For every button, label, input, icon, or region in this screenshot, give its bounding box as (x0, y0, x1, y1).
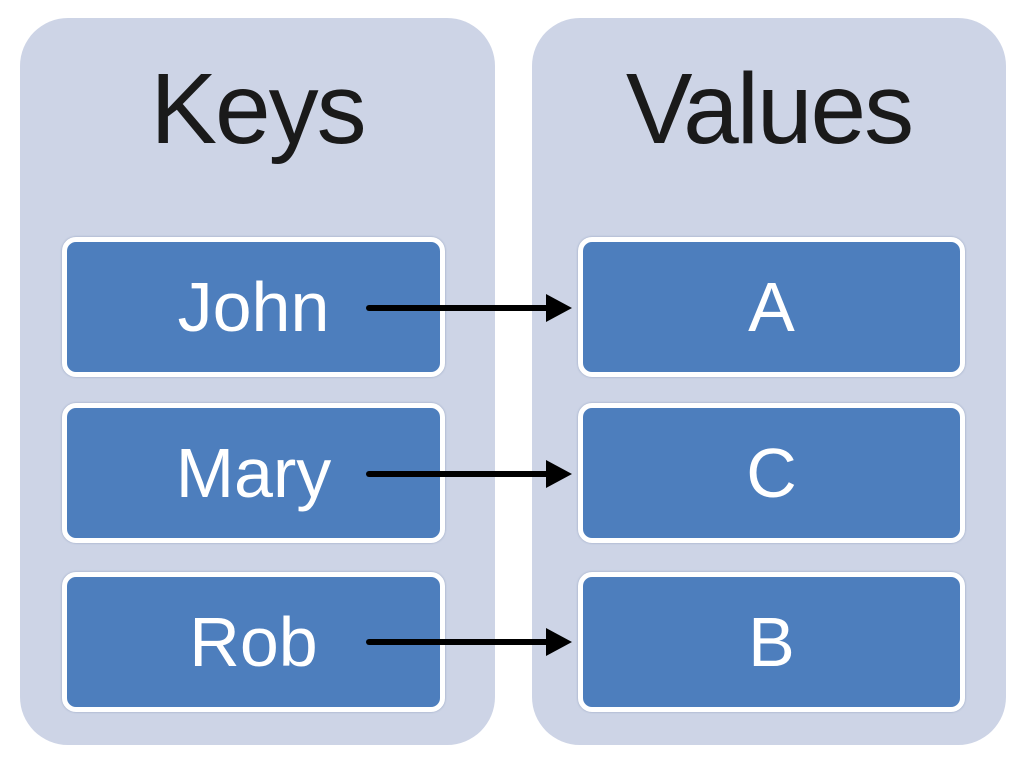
arrow-head-icon (546, 628, 572, 656)
keys-panel-title: Keys (150, 53, 366, 165)
arrow-shaft (366, 471, 550, 477)
arrow-john-to-a (366, 294, 572, 322)
keys-panel: Keys John Mary Rob (20, 18, 495, 745)
value-box-c: C (578, 403, 965, 543)
arrow-rob-to-b (366, 628, 572, 656)
arrow-head-icon (546, 294, 572, 322)
values-panel-title: Values (625, 53, 914, 165)
value-box-a: A (578, 237, 965, 377)
arrow-head-icon (546, 460, 572, 488)
key-box-mary: Mary (62, 403, 445, 543)
arrow-mary-to-c (366, 460, 572, 488)
values-panel: Values A C B (532, 18, 1006, 745)
arrow-shaft (366, 305, 550, 311)
arrow-shaft (366, 639, 550, 645)
value-box-b: B (578, 572, 965, 712)
